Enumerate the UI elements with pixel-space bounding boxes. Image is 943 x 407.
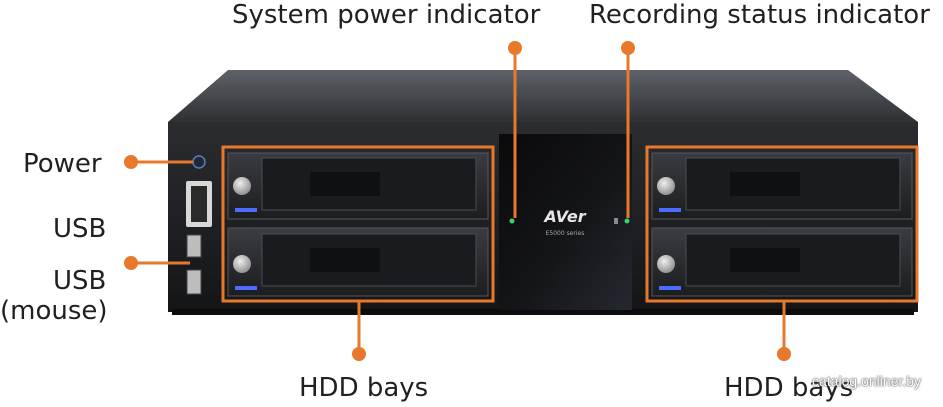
label-usb-mouse-line1: USB (53, 266, 107, 296)
callout-dots (124, 41, 791, 361)
label-usb-mouse-line2: (mouse) (0, 296, 108, 326)
series-label: E5000 series (546, 230, 585, 237)
recording-status-led (624, 218, 630, 224)
chassis-shadow (172, 309, 914, 315)
usb-cover-inner (191, 186, 207, 222)
label-hdd-bays-right: HDD bays (724, 373, 854, 403)
brand-logo: AVer (542, 207, 586, 226)
label-system-power-indicator: System power indicator (232, 0, 541, 30)
system-power-led (509, 218, 515, 224)
watermark-text: catalog.onliner.by (812, 373, 921, 389)
hdd-tray-right-bottom (651, 227, 913, 297)
label-power: Power (23, 149, 102, 179)
chassis-top (168, 70, 918, 122)
label-usb: USB (53, 214, 107, 244)
label-recording-status-indicator: Recording status indicator (589, 0, 930, 30)
led-icon-right (614, 218, 618, 224)
power-button (192, 155, 206, 169)
center-panel (499, 134, 632, 310)
hdd-bays-right-frame (645, 145, 919, 303)
hdd-tray-left-bottom (227, 227, 489, 297)
label-hdd-bays-left: HDD bays (299, 373, 429, 403)
hdd-tray-right-top (651, 152, 913, 220)
usb-port-1 (186, 234, 202, 258)
callout-lines (131, 48, 786, 354)
hdd-tray-left-top (227, 152, 489, 220)
usb-port-2 (186, 269, 202, 295)
